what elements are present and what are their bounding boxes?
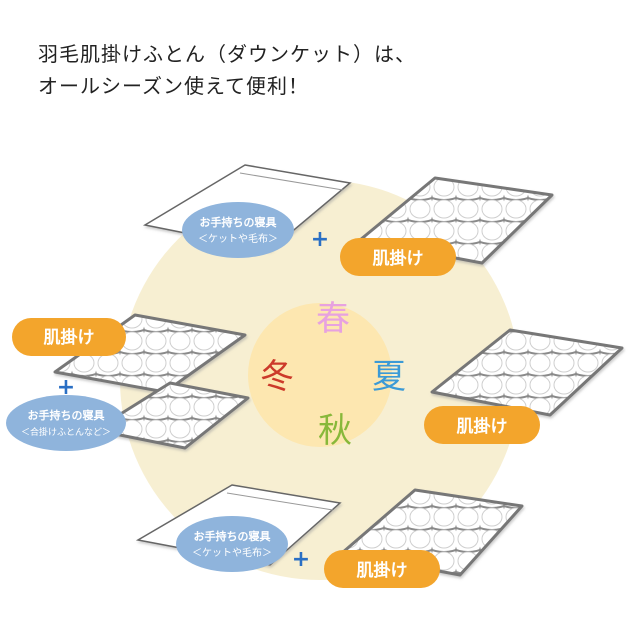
own-bedding-label: お手持ちの寝具 <box>194 529 271 543</box>
heading-line-1: 羽毛肌掛けふとん（ダウンケット）は、 <box>38 42 416 66</box>
season-spring: 春 <box>316 299 350 339</box>
autumn-set: お手持ちの寝具 ＜ケットや毛布＞ + 肌掛け <box>135 484 524 588</box>
own-bedding-sub: ＜ケットや毛布＞ <box>198 233 278 245</box>
hadagake-label: 肌掛け <box>457 416 508 437</box>
quilt-hadagake <box>430 328 624 417</box>
season-winter: 冬 <box>260 357 294 397</box>
season-summer: 夏 <box>372 357 406 397</box>
plus-sign: + <box>292 547 310 572</box>
season-autumn: 秋 <box>318 411 352 451</box>
hadagake-label: 肌掛け <box>373 248 424 269</box>
own-bedding-label: お手持ちの寝具 <box>200 215 277 229</box>
spring-set: お手持ちの寝具 ＜ケットや毛布＞ + 肌掛け <box>142 164 554 276</box>
hadagake-label: 肌掛け <box>357 560 408 581</box>
winter-set: 肌掛け + お手持ちの寝具 ＜合掛けふとんなど＞ <box>6 313 250 451</box>
hadagake-label: 肌掛け <box>44 327 95 348</box>
hadagake-badge <box>424 406 540 444</box>
plus-sign: + <box>57 375 75 400</box>
own-bedding-badge <box>6 395 126 451</box>
own-bedding-badge <box>182 202 294 258</box>
own-bedding-sub: ＜合掛けふとんなど＞ <box>21 426 111 438</box>
own-bedding-badge <box>176 516 288 572</box>
hadagake-badge <box>12 318 126 356</box>
hadagake-badge <box>324 550 440 588</box>
plus-sign: + <box>311 227 329 252</box>
summer-set: 肌掛け <box>424 328 624 444</box>
own-bedding-label: お手持ちの寝具 <box>28 408 105 422</box>
hadagake-badge <box>340 238 456 276</box>
season-center <box>248 303 392 447</box>
heading-line-2: オールシーズン使えて便利！ <box>38 74 309 98</box>
own-bedding-sub: ＜ケットや毛布＞ <box>192 547 272 559</box>
